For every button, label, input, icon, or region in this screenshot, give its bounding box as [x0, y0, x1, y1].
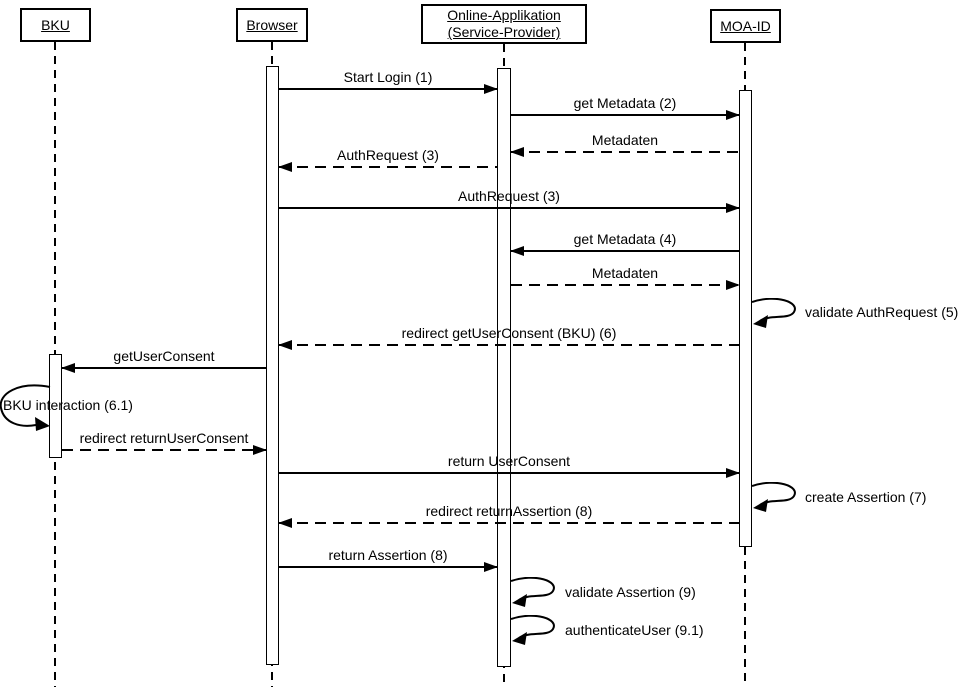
arrowhead	[726, 280, 740, 290]
arrowhead	[61, 363, 75, 373]
actor-box-browser: Browser	[236, 8, 308, 42]
message-return-userconsent: return UserConsent	[279, 452, 740, 478]
arrowhead	[726, 203, 740, 213]
arrow-line	[279, 166, 497, 168]
self-loop-bku-interaction	[0, 384, 51, 431]
message-label: Metadaten	[591, 265, 659, 281]
self-message-label-validate-authrequest: validate AuthRequest (5)	[805, 304, 959, 320]
message-label: redirect returnUserConsent	[79, 430, 249, 446]
message-get-metadata-2: get Metadata (2)	[511, 94, 740, 120]
self-loop-create-assertion	[752, 482, 796, 512]
arrowhead	[278, 340, 292, 350]
message-start-login: Start Login (1)	[279, 68, 498, 94]
arrowhead	[278, 162, 292, 172]
message-redirect-returnassertion: redirect returnAssertion (8)	[278, 502, 739, 528]
actor-box-moa-id: MOA-ID	[710, 9, 781, 43]
arrowhead	[512, 632, 527, 645]
message-redirect-returnuserconsent: redirect returnUserConsent	[62, 429, 267, 455]
arrowhead	[510, 246, 524, 256]
arrow-line	[511, 250, 739, 252]
message-redirect-getuserconsent: redirect getUserConsent (BKU) (6)	[278, 324, 739, 350]
arrowhead	[253, 445, 267, 455]
message-return-assertion: return Assertion (8)	[279, 546, 498, 572]
actor-box-bku: BKU	[20, 8, 91, 42]
self-loop-validate-authrequest	[752, 298, 796, 328]
actor-label-online-applikation: Online-Applikation (Service-Provider)	[447, 7, 561, 40]
arrowhead	[726, 468, 740, 478]
self-message-label-create-assertion: create Assertion (7)	[805, 489, 927, 505]
arrow-line	[62, 367, 266, 369]
message-metadaten-1: Metadaten	[510, 131, 739, 157]
message-metadaten-2: Metadaten	[511, 264, 740, 290]
self-loop-authenticateuser	[511, 615, 555, 645]
arrowhead	[753, 315, 768, 328]
arrowhead	[510, 147, 524, 157]
message-label: return Assertion (8)	[328, 547, 448, 563]
actor-label-bku: BKU	[41, 16, 70, 33]
message-label: redirect returnAssertion (8)	[425, 503, 593, 519]
arrowhead	[726, 110, 740, 120]
message-label: Start Login (1)	[343, 69, 433, 85]
message-label: Metadaten	[591, 132, 659, 148]
message-authrequest-forward: AuthRequest (3)	[279, 187, 740, 213]
arrowhead	[512, 594, 527, 607]
arrow-line	[279, 344, 739, 346]
activation-browser	[266, 66, 279, 665]
activation-moa-id	[739, 90, 752, 547]
message-authrequest-return: AuthRequest (3)	[278, 146, 497, 172]
arrowhead	[278, 518, 292, 528]
actor-label-moa-id: MOA-ID	[720, 17, 771, 34]
actor-label-browser: Browser	[246, 16, 298, 33]
self-loop-validate-assertion	[511, 577, 555, 607]
self-message-label-authenticateuser: authenticateUser (9.1)	[565, 622, 704, 638]
message-label: AuthRequest (3)	[458, 188, 560, 204]
message-label: redirect getUserConsent (BKU) (6)	[401, 325, 617, 341]
arrowhead	[753, 499, 768, 512]
arrow-line	[511, 114, 739, 116]
message-label: get Metadata (4)	[573, 231, 677, 247]
message-label: getUserConsent	[113, 348, 215, 364]
arrowhead	[35, 417, 50, 431]
message-get-metadata-4: get Metadata (4)	[510, 230, 739, 256]
arrow-line	[279, 522, 739, 524]
arrowhead	[484, 84, 498, 94]
activation-bku	[49, 354, 62, 458]
message-label: AuthRequest (3)	[337, 147, 439, 163]
message-label: get Metadata (2)	[573, 95, 677, 111]
message-label: return UserConsent	[447, 453, 571, 469]
arrow-line	[279, 472, 739, 474]
self-message-label-bku-interaction: BKU interaction (6.1)	[3, 397, 133, 413]
self-message-label-validate-assertion: validate Assertion (9)	[565, 584, 696, 600]
message-getuserconsent: getUserConsent	[61, 347, 266, 373]
arrowhead	[484, 562, 498, 572]
arrow-line	[279, 566, 497, 568]
actor-box-online-applikation: Online-Applikation (Service-Provider)	[421, 4, 587, 44]
activation-online-applikation	[497, 68, 511, 667]
arrow-line	[62, 449, 266, 451]
arrow-line	[279, 88, 497, 90]
arrow-line	[279, 207, 739, 209]
arrow-line	[511, 151, 739, 153]
arrow-line	[511, 284, 739, 286]
